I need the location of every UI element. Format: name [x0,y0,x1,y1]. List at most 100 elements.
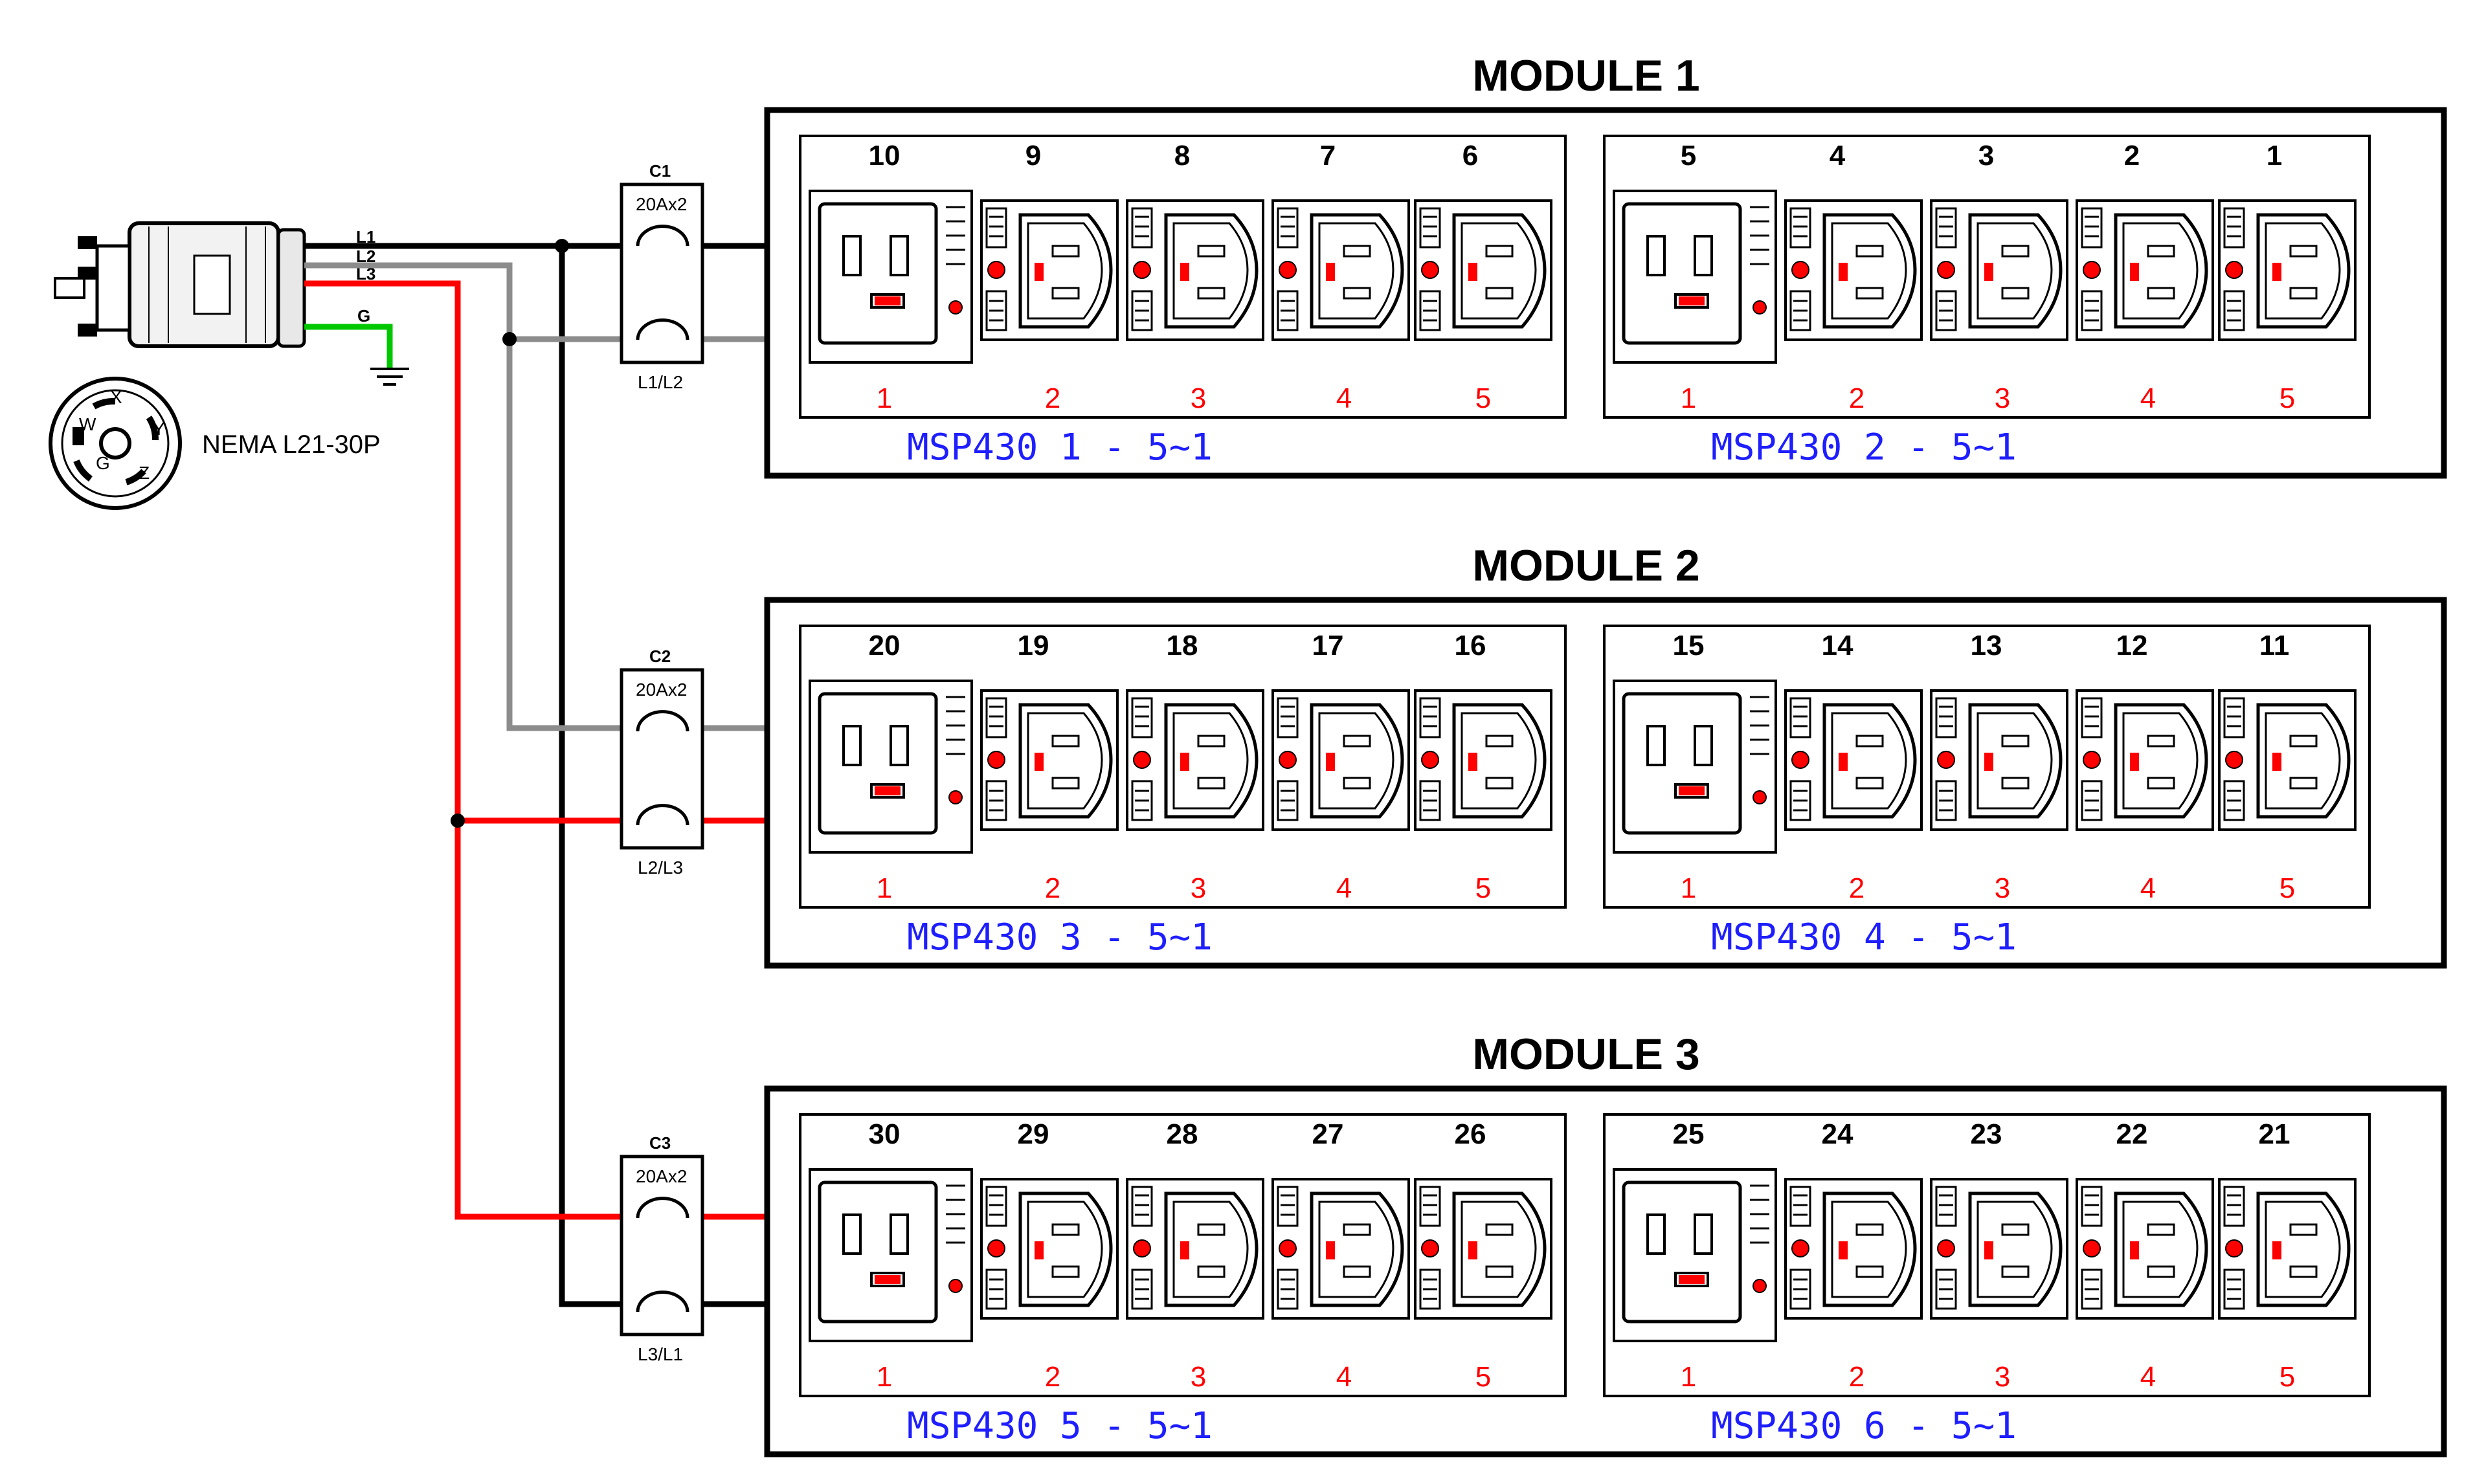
outlet-number-bottom: 2 [1849,872,1864,904]
outlet-number-top: 24 [1822,1118,1853,1150]
plug-face-icon: X Y Z G W [49,377,182,510]
outlet-number-top: 8 [1174,140,1190,172]
junction-dot [451,814,465,828]
c13-outlet [1414,1178,1552,1320]
outlet-number-top: 26 [1455,1118,1486,1150]
breaker-lines: L2/L3 [638,858,683,878]
c13-outlet [1784,1178,1923,1320]
c13-outlet [1271,1178,1410,1320]
module-title: MODULE 1 [1472,51,1699,100]
outlet-number-bottom: 4 [1336,872,1352,904]
plug-body [54,221,306,348]
unit-label: MSP430 6 - 5~1 [1711,1405,2017,1447]
c13-outlet [1126,199,1264,341]
outlet-number-top: 9 [1025,140,1041,172]
breaker-name: C3 [649,1133,671,1153]
outlet-number-top: 27 [1312,1118,1344,1150]
c13-outlet [2076,199,2214,341]
c13-outlet [1784,689,1923,831]
c19-outlet [809,1168,973,1342]
outlet-number-bottom: 4 [1336,382,1352,414]
junction-dot [502,332,517,346]
outlet-number-bottom: 2 [1045,1361,1060,1393]
wire-l1-trunk [559,246,638,1307]
outlet-number-bottom: 4 [2140,872,2156,904]
outlet-number-top: 3 [1978,140,1994,172]
outlet-number-top: 5 [1681,140,1696,172]
pin-label-g: G [357,306,370,326]
outlet-number-top: 23 [1971,1118,2002,1150]
c13-outlet [1930,689,2068,831]
outlet-number-bottom: 2 [1849,382,1864,414]
face-letter-x: X [110,387,122,407]
outlet-number-top: 15 [1673,630,1705,661]
outlet-number-bottom: 2 [1045,382,1060,414]
module-title: MODULE 2 [1472,541,1699,590]
outlet-number-bottom: 1 [1681,872,1696,904]
outlet-number-top: 12 [2116,630,2148,661]
outlet-number-bottom: 5 [1475,1361,1491,1393]
c19-outlet [1613,680,1777,854]
face-letter-g: G [96,453,110,473]
unit-label: MSP430 2 - 5~1 [1711,426,2017,469]
c13-outlet [1126,689,1264,831]
c13-outlet [2218,199,2357,341]
outlet-number-top: 2 [2124,140,2140,172]
outlet-number-top: 14 [1822,630,1853,661]
outlet-number-bottom: 3 [1995,872,2010,904]
breaker-rating: 20Ax2 [636,194,687,214]
c13-outlet [1784,199,1923,341]
c19-outlet [1613,190,1777,364]
outlet-number-bottom: 5 [2279,1361,2295,1393]
outlet-number-bottom: 3 [1191,1361,1206,1393]
c13-outlet [2218,1178,2357,1320]
outlet-number-bottom: 1 [877,872,892,904]
breaker-lines: L3/L1 [638,1344,683,1364]
outlet-number-top: 20 [869,630,901,661]
wiring [304,243,767,1307]
unit-label: MSP430 5 - 5~1 [907,1405,1213,1447]
c13-outlet [2076,1178,2214,1320]
c13-outlet [2076,689,2214,831]
plug-type-label: NEMA L21-30P [202,430,381,459]
junction-dot [555,239,569,253]
outlet-number-top: 29 [1018,1118,1049,1150]
outlet-number-top: 22 [2116,1118,2148,1150]
c13-outlet [1271,689,1410,831]
outlet-number-top: 4 [1830,140,1846,172]
c13-outlet [980,199,1119,341]
c13-outlet [1930,1178,2068,1320]
outlet-number-top: 18 [1167,630,1198,661]
c13-outlet [1414,199,1552,341]
c13-outlet [1414,689,1552,831]
wire-ground [304,324,393,369]
outlet-number-top: 10 [869,140,901,172]
outlet-number-bottom: 4 [2140,1361,2156,1393]
outlet-number-bottom: 3 [1191,872,1206,904]
breaker-rating: 20Ax2 [636,1166,687,1186]
outlet-number-bottom: 1 [877,382,892,414]
c19-outlet [809,190,973,364]
outlet-number-top: 7 [1320,140,1336,172]
outlet-number-top: 28 [1167,1118,1198,1150]
outlet-number-bottom: 5 [2279,872,2295,904]
breaker-name: C1 [649,161,671,181]
c13-outlet [1126,1178,1264,1320]
outlet-number-top: 6 [1462,140,1478,172]
wire-l3 [304,280,638,1220]
outlet-number-bottom: 3 [1995,1361,2010,1393]
outlet-number-bottom: 3 [1191,382,1206,414]
outlet-number-bottom: 4 [2140,382,2156,414]
ground-icon [370,368,409,386]
breaker-name: C2 [649,647,671,666]
outlet-number-bottom: 5 [1475,382,1491,414]
breaker-lines: L1/L2 [638,372,683,392]
